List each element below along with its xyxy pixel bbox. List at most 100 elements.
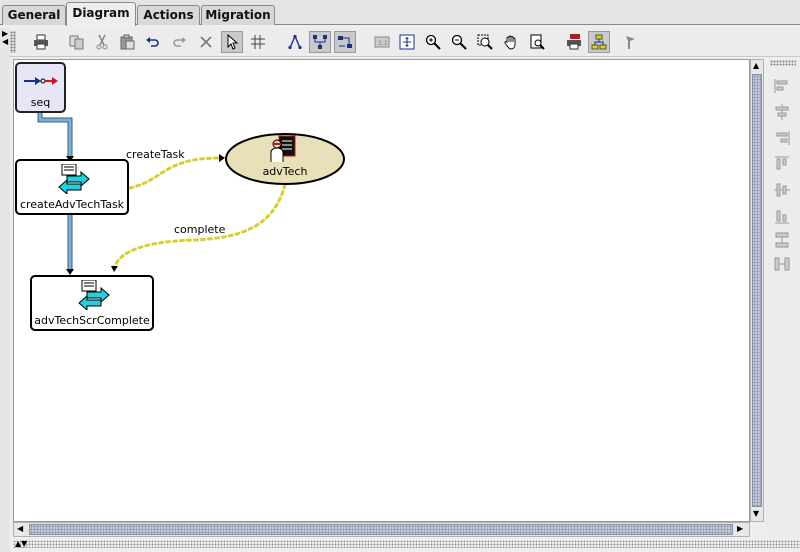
redo-button[interactable]: [168, 31, 190, 53]
org-chart-icon: [591, 34, 607, 50]
align-middle-button[interactable]: [773, 181, 791, 199]
horizontal-scrollbar[interactable]: ◀ ▶: [13, 522, 750, 537]
main-toolbar: 1:1: [10, 28, 800, 57]
node-label: advTechScrComplete: [34, 314, 150, 327]
align-bottom-icon: [775, 210, 789, 224]
align-toolbar-grip[interactable]: [770, 60, 796, 66]
align-left-button[interactable]: [773, 77, 791, 95]
tab-diagram[interactable]: Diagram: [66, 2, 136, 26]
layout-tree-button[interactable]: [284, 31, 306, 53]
bottom-splitter[interactable]: [13, 540, 800, 548]
paste-button[interactable]: [116, 31, 138, 53]
vertical-scroll-thumb[interactable]: [752, 74, 762, 507]
distribute-horizontal-button[interactable]: [773, 231, 791, 249]
select-tool-button[interactable]: [221, 31, 243, 53]
redo-icon: [173, 37, 186, 47]
edge-label-createTask: createTask: [126, 148, 185, 161]
role-label: advTech: [262, 165, 308, 178]
node-adv-tech-scr-complete[interactable]: advTechScrComplete: [30, 275, 154, 331]
scroll-down-icon[interactable]: ▼: [753, 509, 760, 518]
bottom-splitter-arrows[interactable]: ▲▼: [15, 539, 28, 548]
cut-button[interactable]: [91, 31, 113, 53]
undo-icon: [146, 37, 159, 47]
grid-icon: [251, 35, 265, 49]
undo-button[interactable]: [142, 31, 164, 53]
align-right-button[interactable]: [773, 129, 791, 147]
distribute-vertical-icon: [774, 257, 790, 271]
message-createTask[interactable]: [128, 156, 221, 190]
align-bottom-button[interactable]: [773, 207, 791, 225]
message-complete[interactable]: [112, 183, 287, 270]
left-splitter[interactable]: ▶ ◀: [0, 28, 10, 552]
node-label: seq: [30, 96, 51, 109]
copy-icon: [69, 35, 84, 50]
edge-label-complete: complete: [174, 223, 226, 236]
activity-exchange-icon: [58, 164, 90, 194]
toolbar-grip[interactable]: [10, 31, 16, 53]
diagram-connections: [37, 113, 287, 275]
technician-person-icon: [270, 135, 296, 162]
align-right-icon: [776, 131, 790, 145]
print-icon: [34, 34, 48, 50]
tab-migration[interactable]: Migration: [201, 5, 275, 25]
scroll-left-icon[interactable]: ◀: [17, 524, 24, 533]
sequence-arrow-icon: [24, 77, 58, 85]
arrow-head-icon: [66, 269, 74, 275]
page-zoom-button[interactable]: [526, 31, 548, 53]
page-zoom-icon: [530, 34, 545, 50]
zoom-in-icon: [425, 34, 441, 50]
flag-button[interactable]: [619, 31, 641, 53]
tab-general[interactable]: General: [2, 5, 66, 25]
scroll-right-icon[interactable]: ▶: [737, 524, 744, 533]
distribute-horizontal-icon: [775, 232, 789, 248]
zoom-actual-icon: 1:1: [374, 36, 390, 48]
align-left-icon: [774, 79, 788, 93]
align-toolbar: [766, 59, 800, 537]
layout-flow-icon: [338, 36, 352, 48]
print-png-icon: [567, 34, 581, 50]
scroll-up-icon[interactable]: ▲: [753, 61, 760, 70]
diagram-canvas[interactable]: seq createAdvTechTask advTechScrComplete: [13, 59, 750, 522]
node-seq[interactable]: seq: [15, 62, 66, 113]
print-button[interactable]: [30, 31, 52, 53]
arrow-head-icon: [111, 266, 118, 272]
distribute-vertical-button[interactable]: [773, 255, 791, 273]
zoom-in-button[interactable]: [422, 31, 444, 53]
fit-window-icon: [399, 34, 415, 50]
pan-hand-icon: [504, 35, 516, 50]
zoom-region-icon: [477, 34, 493, 50]
role-adv-tech[interactable]: advTech: [224, 132, 346, 186]
layout-flow-button[interactable]: [334, 31, 356, 53]
copy-button[interactable]: [66, 31, 88, 53]
grid-button[interactable]: [247, 31, 269, 53]
align-middle-icon: [774, 183, 790, 197]
paste-icon: [120, 34, 135, 50]
arrow-head-icon: [219, 154, 225, 162]
zoom-out-button[interactable]: [448, 31, 470, 53]
flag-icon: [626, 36, 635, 49]
layout-hierarchy-button[interactable]: [309, 31, 331, 53]
horizontal-scroll-thumb[interactable]: [29, 524, 733, 535]
zoom-region-button[interactable]: [474, 31, 496, 53]
align-center-icon: [775, 104, 789, 120]
fit-window-button[interactable]: [396, 31, 418, 53]
select-pointer-icon: [227, 34, 239, 50]
collapse-arrow-icon[interactable]: ◀: [2, 37, 9, 46]
align-center-button[interactable]: [773, 103, 791, 121]
align-top-icon: [775, 156, 789, 170]
layout-hierarchy-icon: [313, 35, 327, 49]
node-create-adv-tech-task[interactable]: createAdvTechTask: [15, 159, 129, 215]
org-chart-button[interactable]: [588, 31, 610, 53]
layout-tree-icon: [288, 34, 302, 50]
delete-icon: [200, 36, 212, 48]
expand-arrow-icon[interactable]: ▶: [2, 29, 9, 38]
delete-button[interactable]: [195, 31, 217, 53]
vertical-scrollbar[interactable]: ▲ ▼: [750, 59, 764, 522]
align-top-button[interactable]: [773, 155, 791, 173]
print-png-button[interactable]: [563, 31, 585, 53]
zoom-out-icon: [451, 34, 467, 50]
zoom-actual-button[interactable]: 1:1: [371, 31, 393, 53]
pan-button[interactable]: [500, 31, 522, 53]
tab-actions[interactable]: Actions: [137, 5, 200, 25]
